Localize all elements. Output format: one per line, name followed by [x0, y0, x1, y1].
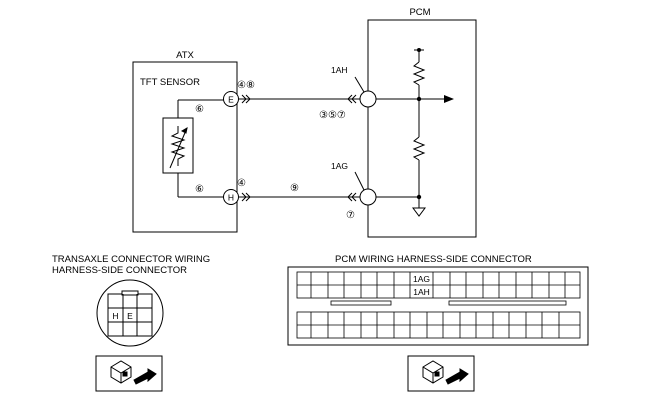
junction-dot-top	[417, 48, 421, 52]
atx-box	[132, 61, 238, 233]
transaxle-caption-2: HARNESS-SIDE CONNECTOR	[52, 265, 187, 276]
pcm-internal-circuit	[376, 49, 454, 217]
ref-h-top: ④	[237, 178, 246, 189]
tft-sensor-label: TFT SENSOR	[140, 77, 200, 88]
pcm-terminal-1ag	[359, 188, 377, 206]
connector-view-icon	[95, 355, 163, 392]
atx-terminal-e: E	[223, 91, 239, 107]
pcm-1ah-label: 1AH	[331, 65, 348, 75]
junction-dot-bottom	[416, 194, 422, 200]
chevron-e-atx-2	[245, 94, 251, 104]
ref-pcm-1ah: ③⑤⑦	[319, 110, 346, 121]
transaxle-pin-e: E	[127, 311, 133, 321]
svg-text:E: E	[228, 95, 234, 105]
transaxle-connector-face	[96, 279, 164, 347]
tft-thermistor	[162, 99, 231, 198]
atx-terminal-h: H	[223, 189, 239, 205]
chevron-1ah-pcm	[347, 94, 353, 104]
pcm-1ag-label: 1AG	[331, 161, 348, 171]
junction-dot-mid	[416, 96, 422, 102]
ref-h-left: ⑥	[195, 184, 204, 195]
pcm-connector-face	[287, 266, 589, 346]
chevron-h-atx	[241, 192, 247, 202]
pcm-terminal-1ah	[359, 90, 377, 108]
pcm-pin-1ag: 1AG	[413, 274, 430, 284]
pcm-box	[367, 19, 477, 238]
pcm-pin-1ah: 1AH	[413, 287, 430, 297]
atx-title: ATX	[176, 50, 194, 61]
ref-e-left: ⑥	[195, 104, 204, 115]
pcm-title: PCM	[409, 7, 430, 18]
transaxle-caption-1: TRANSAXLE CONNECTOR WIRING	[52, 254, 210, 265]
ref-wire-h: ⑨	[290, 183, 299, 194]
chevron-1ag-pcm	[347, 192, 353, 202]
chevron-1ah-pcm-2	[351, 94, 357, 104]
transaxle-pin-h: H	[112, 311, 118, 321]
pcm-connector-caption: PCM WIRING HARNESS-SIDE CONNECTOR	[335, 254, 532, 265]
chevron-e-atx	[241, 94, 247, 104]
connector-view-icon-pcm	[407, 355, 475, 392]
chevron-1ag-pcm-2	[351, 192, 357, 202]
chevron-h-atx-2	[245, 192, 251, 202]
svg-text:H: H	[228, 193, 234, 203]
ref-e-top: ④⑧	[237, 80, 255, 91]
ref-pcm-1ag: ⑦	[346, 210, 355, 221]
